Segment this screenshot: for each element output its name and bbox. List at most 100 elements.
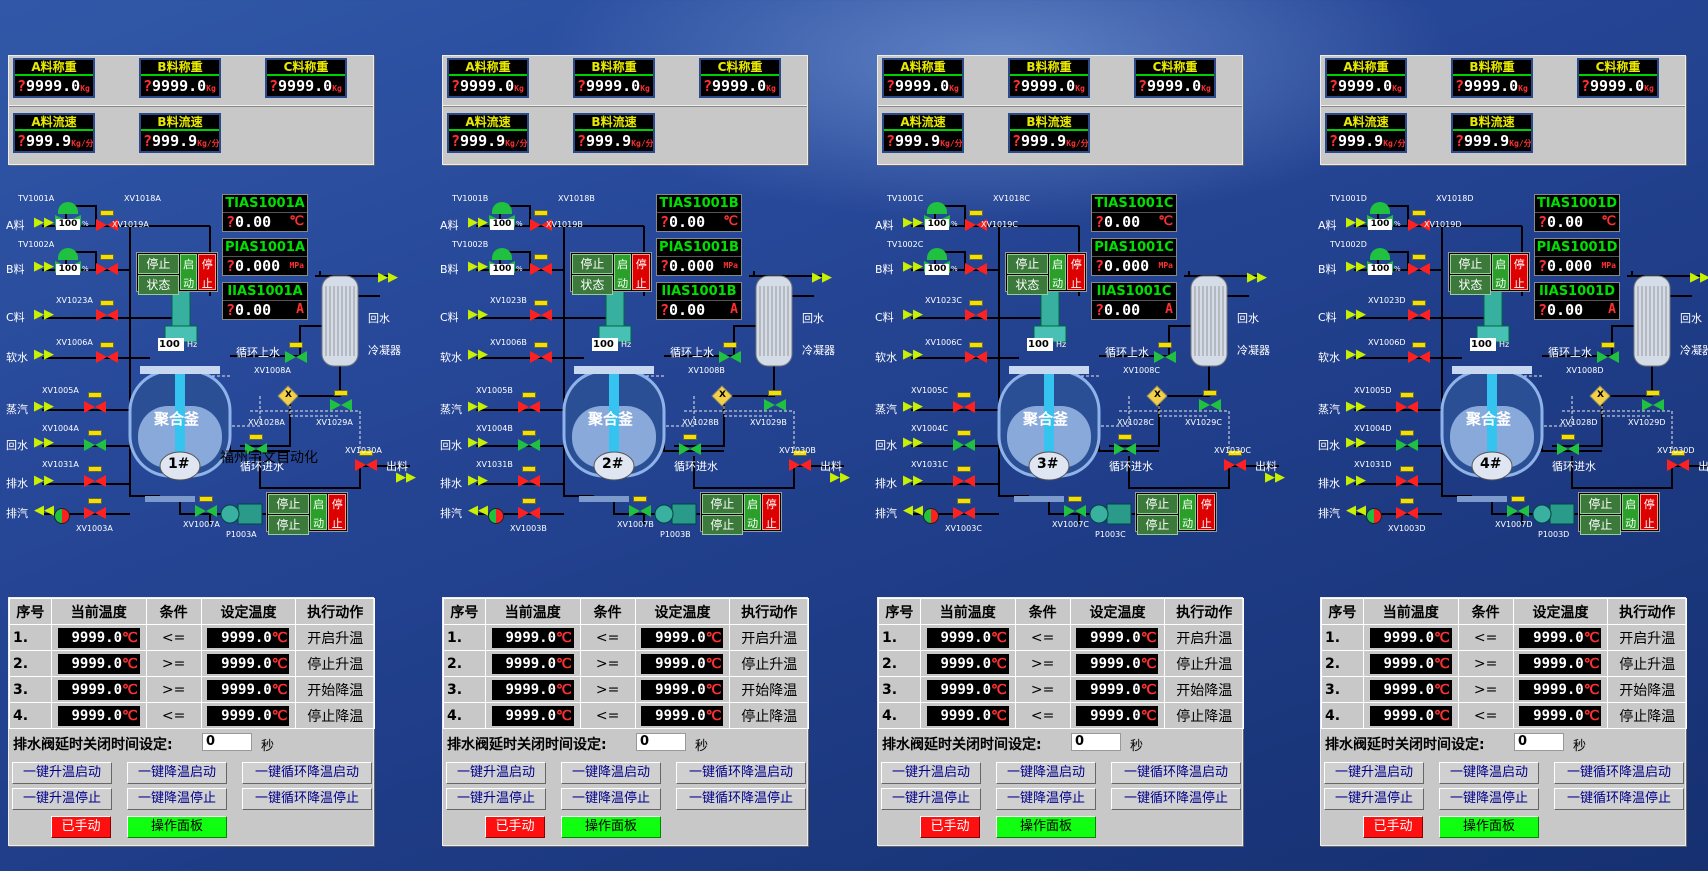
pump-start-button[interactable]: 启动	[1178, 494, 1197, 530]
set-temp[interactable]: 9999.0℃	[1076, 705, 1159, 726]
action-button-1[interactable]: 一键升温启动	[12, 762, 112, 784]
pump-control[interactable]: 停止停止启动停止	[1135, 492, 1217, 535]
action-button-3[interactable]: 一键循环降温启动	[1111, 762, 1241, 784]
action-button-5[interactable]: 一键降温停止	[1439, 788, 1539, 810]
valve-xv1028[interactable]	[679, 434, 701, 456]
manual-mode-button[interactable]: 已手动	[920, 816, 980, 838]
action-button-4[interactable]: 一键升温停止	[446, 788, 546, 810]
operation-panel-button[interactable]: 操作面板	[127, 816, 227, 838]
pump-stop-button[interactable]: 停止	[762, 494, 780, 530]
stop-label[interactable]: 停止	[702, 494, 743, 514]
valve-xv1023[interactable]	[530, 300, 552, 322]
drain-delay-input[interactable]: 0	[202, 733, 252, 751]
action-button-6[interactable]: 一键循环降温停止	[242, 788, 372, 810]
pump-stop-button[interactable]: 停止	[328, 494, 346, 530]
valve-xv1008[interactable]	[285, 342, 307, 364]
action-button-4[interactable]: 一键升温停止	[1324, 788, 1424, 810]
valve-xv1029[interactable]	[1642, 390, 1664, 412]
valve-xv1028[interactable]	[1557, 434, 1579, 456]
valve-xv1031[interactable]	[84, 466, 106, 488]
valve-xv1003[interactable]	[84, 498, 106, 520]
valve-xv1019[interactable]	[1408, 254, 1430, 276]
valve-xv1004[interactable]	[518, 430, 540, 452]
set-temp[interactable]: 9999.0℃	[641, 627, 724, 648]
valve-xv1031[interactable]	[518, 466, 540, 488]
operation-panel-button[interactable]: 操作面板	[561, 816, 661, 838]
valve-xv1003[interactable]	[1396, 498, 1418, 520]
valve-xv1018[interactable]	[530, 210, 552, 232]
stop-label[interactable]: 停止	[1580, 494, 1621, 514]
action-button-4[interactable]: 一键升温停止	[881, 788, 981, 810]
agitator-control[interactable]: 停止状态启动停止	[1005, 252, 1087, 295]
valve-xv1005[interactable]	[84, 392, 106, 414]
stop-label[interactable]: 停止	[702, 515, 743, 535]
set-temp-cell[interactable]: 9999.0℃	[200, 676, 297, 703]
set-temp[interactable]: 9999.0℃	[1076, 679, 1159, 700]
set-temp-cell[interactable]: 9999.0℃	[1069, 624, 1166, 651]
set-temp[interactable]: 9999.0℃	[1076, 653, 1159, 674]
action-button-2[interactable]: 一键降温启动	[996, 762, 1096, 784]
agitator-control[interactable]: 停止状态启动停止	[136, 252, 218, 295]
valve-xv1005[interactable]	[1396, 392, 1418, 414]
set-temp-cell[interactable]: 9999.0℃	[200, 702, 297, 729]
action-button-3[interactable]: 一键循环降温启动	[242, 762, 372, 784]
stop-label[interactable]: 停止	[1580, 515, 1621, 535]
valve-xv1006[interactable]	[530, 342, 552, 364]
valve-xv1023[interactable]	[96, 300, 118, 322]
valve-xv1005[interactable]	[518, 392, 540, 414]
stop-label[interactable]: 停止	[138, 254, 179, 274]
exhaust-hand-valve-icon[interactable]	[923, 508, 939, 524]
pump-start-button[interactable]: 启动	[1621, 494, 1640, 530]
set-temp-cell[interactable]: 9999.0℃	[200, 624, 297, 651]
pump-stop-button[interactable]: 停止	[1197, 494, 1215, 530]
stop-label[interactable]: 停止	[1007, 254, 1048, 274]
action-button-3[interactable]: 一键循环降温启动	[1554, 762, 1684, 784]
valve-xv1030[interactable]	[355, 450, 377, 472]
set-temp-cell[interactable]: 9999.0℃	[1069, 676, 1166, 703]
action-button-6[interactable]: 一键循环降温停止	[1111, 788, 1241, 810]
set-temp[interactable]: 9999.0℃	[641, 653, 724, 674]
set-temp-cell[interactable]: 9999.0℃	[1512, 702, 1609, 729]
manual-mode-button[interactable]: 已手动	[51, 816, 111, 838]
exhaust-hand-valve-icon[interactable]	[1366, 508, 1382, 524]
action-button-5[interactable]: 一键降温停止	[996, 788, 1096, 810]
agitator-start-button[interactable]: 启动	[613, 254, 632, 290]
valve-xv1007[interactable]	[1507, 496, 1529, 518]
set-temp[interactable]: 9999.0℃	[1076, 627, 1159, 648]
stop-label[interactable]: 停止	[1137, 515, 1178, 535]
pump-stop-button[interactable]: 停止	[1640, 494, 1658, 530]
valve-xv1006[interactable]	[1408, 342, 1430, 364]
valve-xv1029[interactable]	[764, 390, 786, 412]
valve-xv1006[interactable]	[96, 342, 118, 364]
valve-xv1023[interactable]	[965, 300, 987, 322]
set-temp-cell[interactable]: 9999.0℃	[1069, 650, 1166, 677]
valve-xv1029[interactable]	[330, 390, 352, 412]
stop-label[interactable]: 停止	[268, 515, 309, 535]
set-temp-cell[interactable]: 9999.0℃	[634, 676, 731, 703]
pump-start-button[interactable]: 启动	[309, 494, 328, 530]
stop-label[interactable]: 停止	[1450, 254, 1491, 274]
valve-xv1018[interactable]	[965, 210, 987, 232]
pump-control[interactable]: 停止停止启动停止	[1578, 492, 1660, 535]
valve-xv1030[interactable]	[1667, 450, 1689, 472]
drain-delay-input[interactable]: 0	[1071, 733, 1121, 751]
exhaust-hand-valve-icon[interactable]	[488, 508, 504, 524]
operation-panel-button[interactable]: 操作面板	[1439, 816, 1539, 838]
valve-xv1005[interactable]	[953, 392, 975, 414]
valve-xv1029[interactable]	[1199, 390, 1221, 412]
stop-label[interactable]: 停止	[1137, 494, 1178, 514]
valve-xv1004[interactable]	[953, 430, 975, 452]
valve-xv1004[interactable]	[84, 430, 106, 452]
pump-control[interactable]: 停止停止启动停止	[266, 492, 348, 535]
agitator-stop-button[interactable]: 停止	[632, 254, 650, 290]
action-button-1[interactable]: 一键升温启动	[881, 762, 981, 784]
valve-xv1003[interactable]	[518, 498, 540, 520]
action-button-3[interactable]: 一键循环降温启动	[676, 762, 806, 784]
valve-xv1018[interactable]	[1408, 210, 1430, 232]
set-temp[interactable]: 9999.0℃	[641, 679, 724, 700]
action-button-2[interactable]: 一键降温启动	[561, 762, 661, 784]
action-button-6[interactable]: 一键循环降温停止	[676, 788, 806, 810]
set-temp[interactable]: 9999.0℃	[1519, 627, 1602, 648]
set-temp[interactable]: 9999.0℃	[207, 705, 290, 726]
set-temp-cell[interactable]: 9999.0℃	[1069, 702, 1166, 729]
